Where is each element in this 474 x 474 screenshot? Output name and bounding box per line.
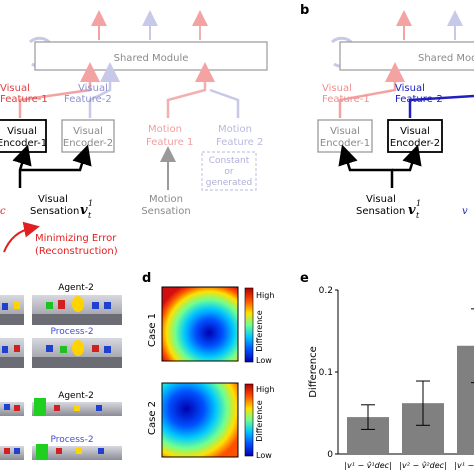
v-superscript: 1 [88, 199, 93, 208]
b-v-symbol: v [408, 203, 416, 218]
constant-line1: Constant [209, 156, 250, 166]
visual-feature-1-line2: Feature-1 [0, 94, 48, 105]
x-tick-label: |v² − v̂²dec| [399, 460, 446, 470]
process-2-label-top: Process-2 [50, 327, 93, 337]
b-v-subscript: t [416, 211, 420, 220]
y-tick-label: 0.2 [319, 286, 333, 296]
agent-2-label-top: Agent-2 [58, 283, 94, 293]
panel-b: b Shared Module Visual Feature-1 Visual … [300, 3, 474, 220]
visual-encoder-1-line1: Visual [7, 126, 37, 137]
b-edge-v-label: v [462, 206, 468, 217]
motion-feature-1-line2: Feature 1 [146, 137, 193, 148]
b-visual-encoder-2-box [387, 119, 443, 153]
minimizing-error-line2: (Reconstruction) [35, 246, 118, 257]
v-symbol: v [80, 203, 88, 218]
case-2-label: Case 2 [147, 401, 158, 435]
colorbar-2-high: High [256, 385, 274, 394]
panel-e: e Difference 0 0.1 0.2 |v¹ − v̂¹dec| |v² − v… [300, 271, 474, 470]
panel-d-letter: d [142, 271, 151, 286]
b-visual-feature-2-line1: Visual [395, 83, 425, 94]
colorbar-1-low: Low [256, 356, 272, 365]
motion-sensation-line2: Sensation [141, 206, 190, 217]
visual-encoder-2-line2: Encoder-2 [63, 138, 113, 149]
process-2-label-bottom: Process-2 [50, 435, 93, 445]
b-visual-feature-1-line1: Visual [322, 83, 352, 94]
scene-thumb-7 [0, 446, 24, 460]
error-arrow [3, 221, 40, 253]
x-tick-label: |v¹ − v̂¹dec| [344, 460, 391, 470]
motion-sensation-line1: Motion [149, 194, 183, 205]
colorbar-1-difference: Difference [255, 310, 264, 351]
v-subscript: t [88, 211, 92, 220]
visual-sensation-line2: Sensation [30, 206, 79, 217]
visual-encoder-1-line2: Encoder-1 [0, 138, 47, 149]
constant-generated-box [201, 151, 257, 191]
b-visual-encoder-1-line1: Visual [330, 126, 360, 137]
visual-feature-2-line1: Visual [78, 83, 108, 94]
visual-feature-1-line1: Visual [0, 83, 30, 94]
colorbar-2-low: Low [256, 451, 272, 460]
y-tick-label: 0.1 [319, 368, 333, 378]
heatmap-case-1 [161, 286, 239, 362]
b-visual-feature-2-line2: Feature-2 [395, 94, 443, 105]
colorbar-1-high: High [256, 291, 274, 300]
b-visual-sensation-line2: Sensation [356, 206, 405, 217]
y-tick-label: 0 [327, 450, 333, 460]
minimizing-error-line1: Minimizing Error [35, 233, 117, 244]
shared-module-label: Shared Module [114, 53, 189, 64]
b-v-superscript: 1 [416, 199, 421, 208]
case-1-label: Case 1 [147, 313, 158, 347]
constant-line2: or [224, 167, 234, 177]
bar-chart: 0 0.1 0.2 |v¹ − v̂¹dec| |v² − v̂²dec| |v¹ − v… [319, 286, 474, 470]
heatmap-case-2 [161, 382, 239, 458]
shared-module-label-b: Shared Module [418, 53, 474, 64]
constant-line3: generated [206, 178, 253, 188]
scene-thumb-8 [32, 444, 122, 460]
scene-thumb-6 [32, 398, 122, 416]
visual-sensation-line1: Visual [38, 194, 68, 205]
agent-2-label-bottom: Agent-2 [58, 391, 94, 401]
scene-thumb-3 [0, 338, 24, 368]
scene-thumb-5 [0, 402, 24, 416]
panel-e-letter: e [300, 271, 309, 286]
panel-c: Agent-2 Process-2 Agent-2 [0, 283, 122, 460]
b-visual-sensation-line1: Visual [366, 194, 396, 205]
motion-feature-2-line1: Motion [218, 124, 252, 135]
panel-a: Shared Module Visual Feature-1 Visual Fe… [0, 10, 268, 257]
panel-b-letter: b [300, 3, 309, 18]
e-ylabel: Difference [308, 346, 319, 398]
visual-feature-2-line2: Feature-2 [64, 94, 112, 105]
scene-thumb-1 [0, 295, 24, 325]
motion-feature-2-line2: Feature 2 [216, 137, 263, 148]
b-visual-encoder-1-line2: Encoder-1 [320, 138, 370, 149]
scene-thumb-2 [32, 295, 122, 325]
bar [457, 345, 474, 454]
colorbar-2-difference: Difference [255, 400, 264, 441]
shared-module-box [34, 41, 268, 71]
edge-c-label: c [0, 206, 6, 217]
scene-thumb-4 [32, 338, 122, 368]
motion-feature-1-line1: Motion [148, 124, 182, 135]
b-visual-encoder-2-line1: Visual [400, 126, 430, 137]
visual-encoder-2-line1: Visual [73, 126, 103, 137]
x-tick-label: |v¹ − v̂²dec| [454, 460, 474, 470]
panel-d: d Case 1 High Low Difference Case 2 High… [142, 271, 274, 460]
colorbar-case-1 [244, 287, 254, 363]
shared-module-box-b [339, 41, 474, 71]
b-visual-feature-1-line2: Feature-1 [322, 94, 370, 105]
b-visual-encoder-2-line2: Encoder-2 [390, 138, 440, 149]
colorbar-case-2 [244, 383, 254, 457]
